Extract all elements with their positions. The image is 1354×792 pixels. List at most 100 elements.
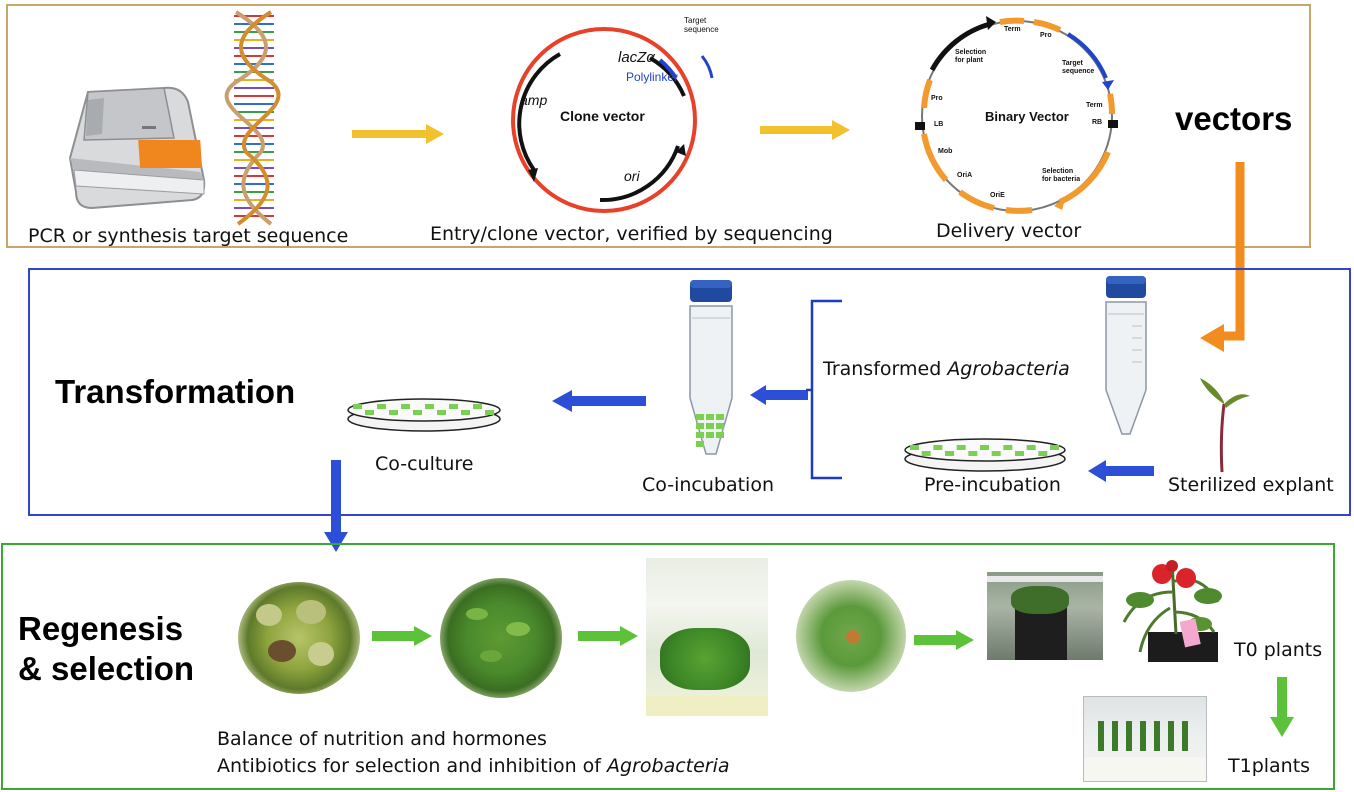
pcr-caption: PCR or synthesis target sequence: [28, 225, 349, 247]
blue-arrow-1: [552, 390, 646, 412]
orange-arrow: [1200, 162, 1245, 352]
vectors-panel: [6, 4, 1311, 248]
green-arrow-3: [914, 630, 974, 650]
transformation-title: Transformation: [55, 373, 296, 410]
bacteria-spot: [389, 410, 398, 415]
transformation-panel: [28, 268, 1351, 516]
binary-vector-name: Binary Vector: [985, 109, 1069, 124]
sterilized-explant-label: Sterilized explant: [1168, 474, 1334, 496]
bv-target-1: Target: [1062, 60, 1083, 67]
blue-arrow-2: [750, 385, 808, 405]
bacteria-spot: [413, 410, 422, 415]
bacteria-spot: [991, 451, 1001, 456]
lacz-label: lacZα: [618, 49, 655, 66]
polylinker-label: Polylinker: [626, 70, 679, 84]
green-arrow-down: [1270, 677, 1294, 737]
selection-title-2: & selection: [18, 650, 195, 687]
pcr-machine-icon: [68, 86, 206, 210]
amp-label: amp: [520, 92, 548, 108]
tomato-plant-photo: [1122, 560, 1222, 662]
rooting-plate-photo: [796, 580, 906, 692]
bacteria-spot: [449, 404, 458, 409]
pre-incubation-label: Pre-incubation: [924, 474, 1061, 496]
bacteria-spot: [706, 414, 714, 420]
green-arrow-2: [578, 626, 638, 646]
t0-label: T0 plants: [1234, 639, 1323, 661]
clone-vector-name: Clone vector: [560, 108, 645, 124]
bracket-icon: [806, 299, 842, 480]
bacteria-spot: [1038, 451, 1048, 456]
bv-selection-bacteria-2: for bacteria: [1042, 176, 1081, 183]
bacteria-spot: [945, 451, 954, 456]
selection-panel: [1, 543, 1335, 790]
bv-selection-plant-1: Selection: [955, 49, 987, 56]
bacteria-spot: [485, 410, 494, 415]
bacteria-spot: [716, 423, 724, 429]
centrifuge-tube-icon-2: [1105, 276, 1147, 435]
bacteria-spot: [401, 404, 410, 409]
bacteria-spot: [910, 445, 919, 450]
bacteria-spot: [696, 423, 704, 429]
bv-oria: OriA: [957, 172, 973, 179]
jar-plantlet-photo: [646, 558, 768, 716]
clone-caption: Entry/clone vector, verified by sequenci…: [430, 223, 833, 245]
green-arrow-1: [372, 626, 432, 646]
bv-selection-plant-2: for plant: [955, 57, 983, 64]
yellow-arrow-1: [352, 124, 444, 144]
seedling-box-photo: [1083, 696, 1207, 782]
co-culture-label: Co-culture: [375, 453, 474, 475]
bv-orie: OriE: [990, 192, 1005, 199]
selection-caption-2-prefix: Antibiotics for selection and inhibition…: [217, 755, 608, 777]
shoot-plate-photo: [440, 578, 562, 698]
callus-plate-photo: [238, 582, 360, 694]
bacteria-spot: [706, 432, 714, 438]
bv-lb: LB: [934, 121, 944, 128]
delivery-caption: Delivery vector: [936, 220, 1082, 242]
bacteria-spot: [473, 404, 482, 409]
bv-pro-left: Pro: [931, 95, 943, 102]
bv-term-top: Term: [1004, 26, 1021, 33]
co-incubation-label: Co-incubation: [642, 474, 775, 496]
bacteria-spot: [1015, 451, 1024, 456]
bacteria-spot: [365, 410, 374, 415]
binary-vector-diagram: [915, 16, 1118, 214]
selection-caption-2-italic: Agrobacteria: [607, 755, 730, 777]
bacteria-spot: [696, 432, 704, 438]
vectors-title: vectors: [1175, 100, 1293, 137]
bv-mob: Mob: [938, 148, 953, 155]
bacteria-spot: [716, 432, 724, 438]
bacteria-spot: [706, 423, 714, 429]
co-culture-dish-icon: [347, 398, 501, 432]
target-label-1: Target: [684, 16, 707, 25]
bacteria-spot: [1003, 445, 1013, 450]
bacteria-spot: [461, 410, 470, 415]
potted-plant-photo: [987, 572, 1103, 660]
target-label-2: sequence: [684, 25, 719, 34]
bacteria-spot: [968, 451, 978, 456]
yellow-arrow-2: [760, 120, 850, 140]
pre-incubation-dish-icon: [904, 438, 1066, 472]
selection-title-1: Regenesis: [18, 610, 184, 647]
bacteria-spot: [1026, 445, 1036, 450]
bacteria-spot: [933, 445, 943, 450]
bacteria-spot: [696, 441, 704, 447]
selection-caption-1: Balance of nutrition and hormones: [217, 728, 547, 750]
bacteria-spot: [437, 410, 446, 415]
transformed-italic: Agrobacteria: [947, 358, 1070, 380]
transformed-prefix: Transformed: [823, 358, 948, 380]
bacteria-spot: [921, 451, 931, 456]
bacteria-spot: [377, 404, 386, 409]
centrifuge-tube-icon-1: [689, 280, 733, 455]
bacteria-spot: [696, 414, 704, 420]
selection-caption-2: Antibiotics for selection and inhibition…: [217, 755, 730, 777]
ori-label: ori: [624, 168, 640, 184]
bacteria-spot: [980, 445, 989, 450]
bacteria-spot: [353, 404, 362, 409]
bacteria-spot: [716, 414, 724, 420]
seedling-icon: [1200, 378, 1250, 473]
t1-label: T1plants: [1228, 755, 1311, 777]
blue-arrow-down: [324, 460, 348, 552]
bacteria-spot: [956, 445, 966, 450]
bacteria-spot: [1050, 445, 1059, 450]
bv-pro-top: Pro: [1040, 32, 1052, 39]
